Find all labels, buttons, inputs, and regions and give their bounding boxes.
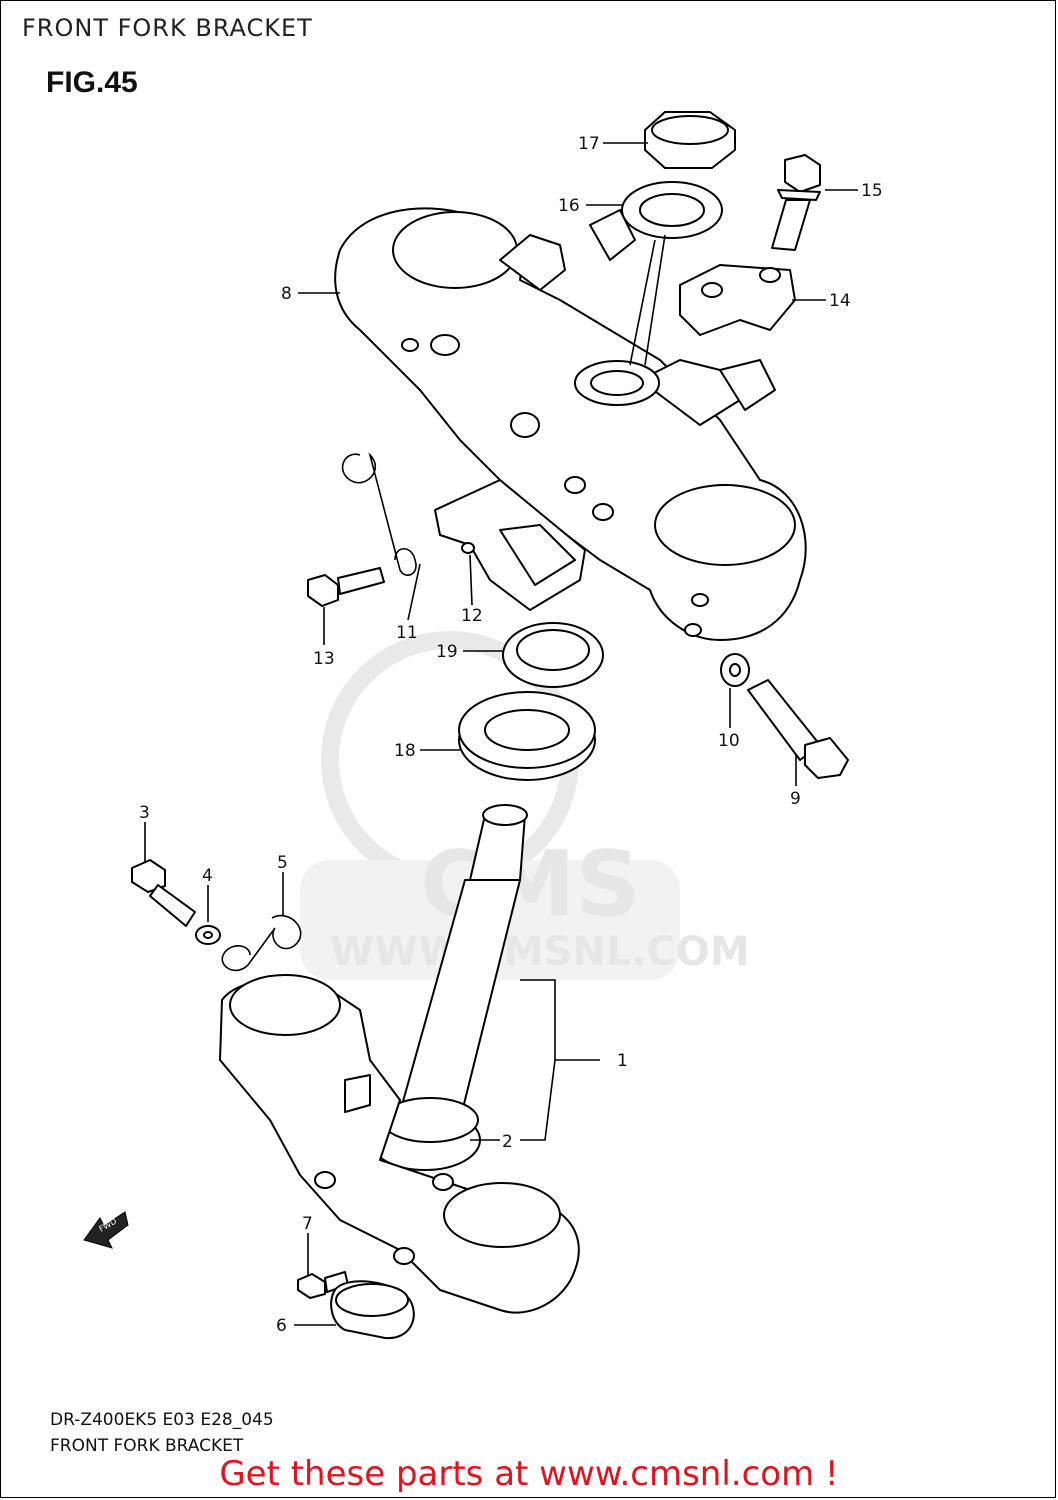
watermark-url: WWW.CMSNL.COM: [330, 929, 750, 975]
callout-16: 16: [558, 196, 580, 216]
callout-3: 3: [139, 803, 150, 823]
figure-label: FIG.45: [46, 66, 138, 99]
bolt-9: [747, 679, 849, 779]
lower-bracket: [219, 974, 580, 1314]
callout-6: 6: [276, 1316, 287, 1336]
callout-8: 8: [281, 284, 292, 304]
steering-stem-nut: [644, 111, 736, 169]
callout-1: 1: [617, 1051, 628, 1071]
bolt-13: [307, 567, 385, 607]
diagram-caption: FRONT FORK BRACKET: [50, 1436, 244, 1456]
callout-4: 4: [202, 866, 213, 886]
washer-4: [195, 925, 221, 945]
promo-link[interactable]: Get these parts at www.cmsnl.com !: [219, 1454, 839, 1494]
page-title: FRONT FORK BRACKET: [22, 14, 313, 42]
clamp-6: [330, 1280, 415, 1340]
callout-11: 11: [396, 623, 418, 643]
callout-10: 10: [718, 731, 740, 751]
bolt-15: [771, 154, 821, 251]
callout-7: 7: [302, 1214, 313, 1234]
cable-guide-12: [434, 479, 586, 611]
clip-5: [221, 915, 302, 972]
bearing-18: [458, 691, 596, 781]
bearing-2: [369, 1097, 481, 1171]
bolt-3: [131, 859, 196, 927]
bolt-7: [297, 1271, 349, 1299]
upper-bracket: [334, 207, 807, 641]
washer-10: [720, 653, 750, 687]
callout-13: 13: [313, 649, 335, 669]
model-code: DR-Z400EK5 E03 E28_045: [50, 1410, 274, 1430]
callout-12: 12: [461, 606, 483, 626]
callout-14: 14: [829, 291, 851, 311]
leader-lines: [144, 142, 858, 1326]
clip-11: [341, 452, 417, 576]
callout-17: 17: [578, 134, 600, 154]
callout-9: 9: [790, 789, 801, 809]
callout-19: 19: [436, 642, 458, 662]
callout-5: 5: [277, 853, 288, 873]
lock-nut-19: [502, 622, 604, 688]
fwd-arrow: FWD: [83, 1211, 129, 1249]
handlebar-holder: [679, 264, 796, 336]
washer-16: [574, 181, 723, 406]
callouts: 1 2 3 4 5 6 7 8 9 10 11 12 13 14 15 16 1…: [139, 134, 883, 1336]
callout-2: 2: [502, 1132, 513, 1152]
callout-15: 15: [861, 181, 883, 201]
callout-18: 18: [394, 741, 416, 761]
